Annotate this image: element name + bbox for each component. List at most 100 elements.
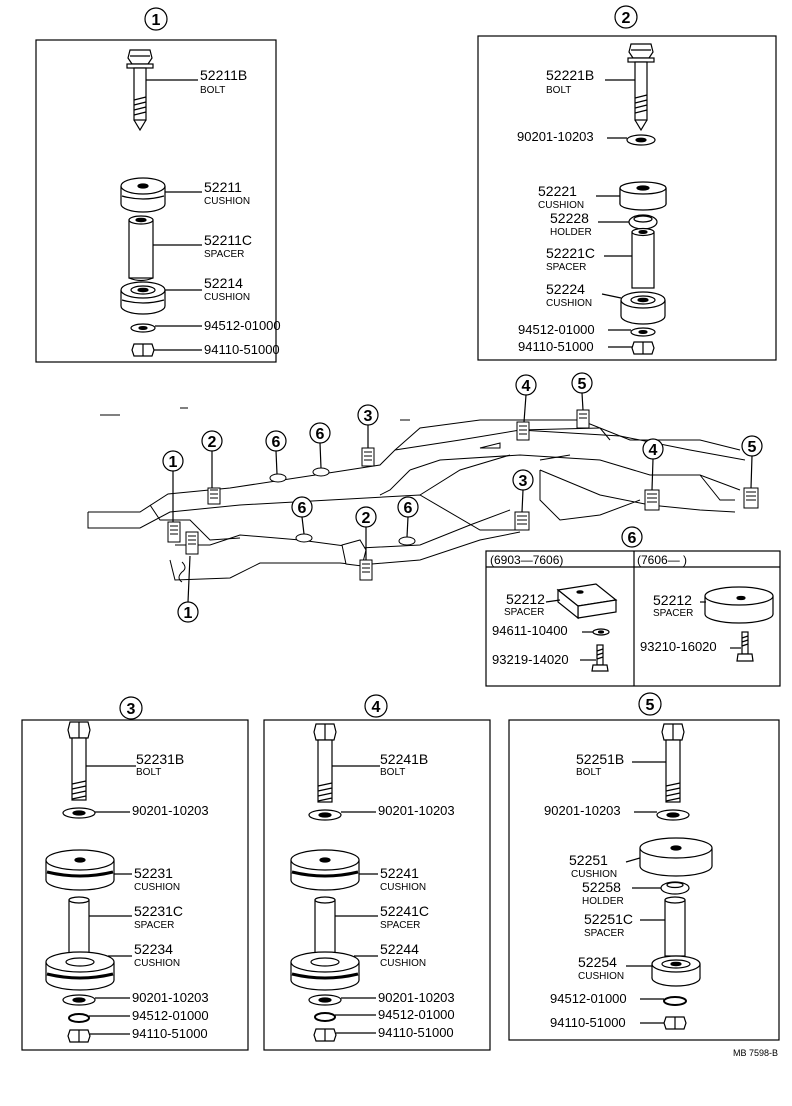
part-number: 52241B [380, 751, 428, 767]
range-header-left: (6903—7606) [490, 553, 563, 567]
group-4-panel: 4 52241B BOLT 90201-10203 52241 CUSHION [263, 694, 491, 1051]
part-number: 52258 [582, 879, 621, 895]
group-1-panel: 1 52211B BOLT 52211 CUSHION [35, 7, 281, 363]
part-name: BOLT [576, 767, 601, 778]
part-name: CUSHION [380, 958, 426, 969]
frame-callouts: 1 2 6 6 3 4 5 6 [162, 372, 763, 623]
nut-icon [313, 1028, 337, 1042]
callout-4: 4 [642, 438, 664, 491]
part-number: 94512-01000 [378, 1007, 455, 1022]
cushion-icon [651, 955, 701, 987]
part-number: 52228 [550, 210, 589, 226]
group-6-panel: 6 (6903—7606) (7606— ) 52212 SPACER 9461… [485, 526, 781, 687]
part-name: BOLT [546, 85, 571, 96]
callout-label: 6 [316, 426, 325, 443]
callout-3: 3 [357, 404, 379, 448]
callout-6: 6 [291, 496, 313, 535]
nut-icon [663, 1016, 687, 1030]
cushion-icon [620, 291, 666, 325]
lock-washer-icon [663, 996, 687, 1006]
bolt-icon [313, 723, 337, 803]
part-name: BOLT [136, 767, 161, 778]
frame-mount-icon [167, 409, 759, 581]
range-header-right: (7606— ) [637, 553, 687, 567]
group-5-panel: 5 52251B BOLT 90201-10203 52251 CUSHION [508, 692, 780, 1041]
group-3-box [21, 719, 249, 1051]
cushion-icon [45, 849, 115, 891]
bolt-icon [661, 723, 685, 803]
washer-icon [130, 323, 156, 333]
part-name: CUSHION [204, 292, 250, 303]
part-number: 52231C [134, 903, 183, 919]
part-name: SPACER [134, 920, 174, 931]
part-number: 94110-51000 [132, 1026, 208, 1041]
part-number: 90201-10203 [132, 990, 209, 1005]
part-number: 52221 [538, 183, 577, 199]
group-3-panel: 3 52231B BOLT 90201-10203 52231 CUSHION [21, 696, 249, 1051]
callout-label: 4 [649, 442, 658, 459]
callout-1: 1 [162, 450, 184, 522]
washer-icon [630, 327, 656, 337]
nut-icon [131, 343, 155, 357]
part-number: 90201-10203 [378, 990, 455, 1005]
callout-3: 3 [512, 469, 534, 513]
part-number: 93210-16020 [640, 639, 717, 654]
cushion-icon [639, 837, 713, 877]
part-number: 94512-01000 [518, 322, 595, 337]
lock-washer-icon [68, 1013, 90, 1023]
bolt-icon [591, 644, 609, 672]
group-1-marker: 1 [152, 12, 161, 29]
part-number: 94512-01000 [204, 318, 281, 333]
part-number: 52212 [653, 592, 692, 608]
part-number: 94110-51000 [550, 1015, 626, 1030]
part-number: 52214 [204, 275, 243, 291]
callout-label: 1 [169, 454, 178, 471]
part-number: 52231 [134, 865, 173, 881]
part-number: 90201-10203 [544, 803, 621, 818]
callout-6: 6 [265, 430, 287, 475]
part-name: HOLDER [550, 227, 592, 238]
part-name: CUSHION [204, 196, 250, 207]
part-number: 94512-01000 [132, 1008, 209, 1023]
nut-icon [631, 341, 655, 355]
cushion-icon [45, 951, 115, 991]
group-1-marker-circle [144, 7, 168, 31]
callout-6: 6 [397, 496, 419, 538]
group-2-panel: 2 52221B BOLT 90201-10203 52221 [477, 5, 777, 361]
part-number: 52234 [134, 941, 173, 957]
cushion-icon [120, 177, 166, 213]
part-number: 52251B [576, 751, 624, 767]
part-name: SPACER [653, 608, 693, 619]
part-name: SPACER [546, 262, 586, 273]
callout-label: 5 [578, 376, 587, 393]
group-5-box [508, 719, 780, 1041]
callout-label: 6 [298, 500, 307, 517]
callout-2: 2 [201, 430, 223, 488]
part-name: CUSHION [571, 869, 617, 880]
spacer-block-icon [556, 583, 618, 620]
footer-code: MB 7598-B [733, 1048, 778, 1058]
group-6-marker: 6 [628, 530, 637, 547]
part-number: 52212 [506, 591, 545, 607]
part-number: 52254 [578, 954, 617, 970]
washer-icon [62, 807, 96, 819]
part-number: 52211C [204, 232, 252, 248]
callout-label: 5 [748, 439, 757, 456]
callout-label: 3 [364, 408, 373, 425]
group-5-marker: 5 [646, 697, 655, 714]
holder-icon [660, 881, 690, 895]
bolt-icon [126, 49, 154, 132]
part-number: 52224 [546, 281, 585, 297]
part-name: SPACER [380, 920, 420, 931]
part-number: 90201-10203 [132, 803, 209, 818]
part-number: 52221C [546, 245, 595, 261]
nut-icon [67, 1029, 91, 1043]
callout-6: 6 [309, 422, 331, 469]
part-name: HOLDER [582, 896, 624, 907]
callout-5: 5 [741, 435, 763, 489]
callout-label: 1 [184, 605, 193, 622]
part-number: 94512-01000 [550, 991, 627, 1006]
part-number: 52231B [136, 751, 184, 767]
group-2-marker: 2 [622, 10, 631, 27]
part-number: 52251C [584, 911, 633, 927]
